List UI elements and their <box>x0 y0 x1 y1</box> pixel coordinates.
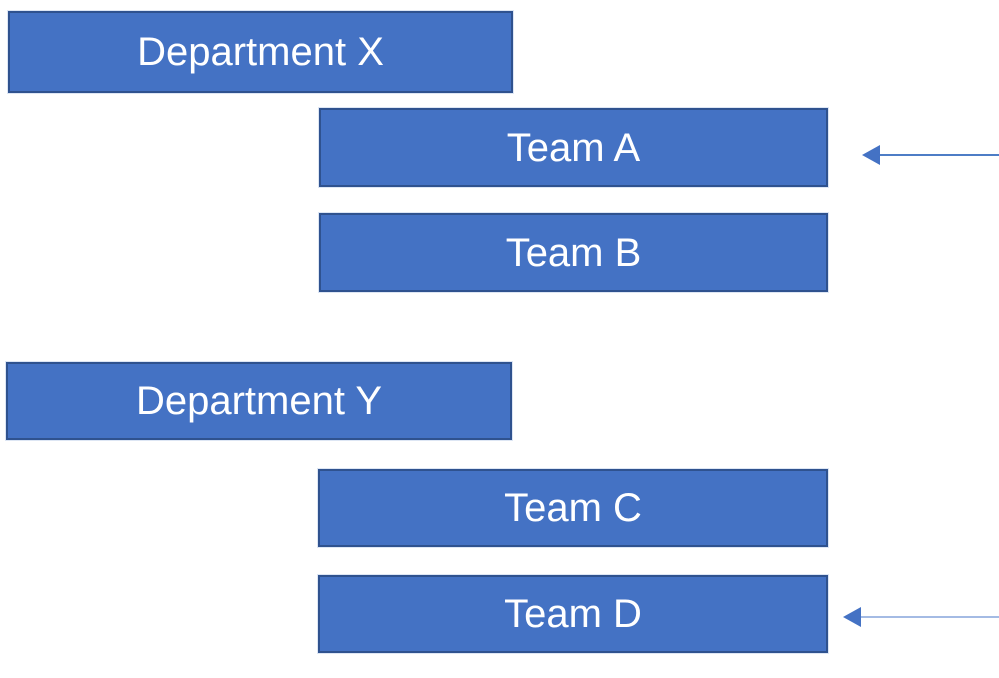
arrow-line <box>859 616 999 618</box>
arrow-line <box>878 154 999 156</box>
node-label: Team A <box>506 125 641 170</box>
node-team-a: Team A <box>319 108 828 187</box>
node-department-y: Department Y <box>6 362 512 440</box>
node-label: Team C <box>504 486 642 530</box>
node-team-b: Team B <box>319 213 828 292</box>
left-arrowhead-icon <box>843 607 861 627</box>
node-label: Team B <box>505 230 642 275</box>
node-label: Department X <box>137 30 384 74</box>
node-team-d: Team D <box>318 575 828 653</box>
node-label: Department Y <box>135 379 383 423</box>
left-arrowhead-icon <box>862 145 880 165</box>
node-label: Team D <box>504 592 642 636</box>
node-team-c: Team C <box>318 469 828 547</box>
node-department-x: Department X <box>8 11 513 93</box>
